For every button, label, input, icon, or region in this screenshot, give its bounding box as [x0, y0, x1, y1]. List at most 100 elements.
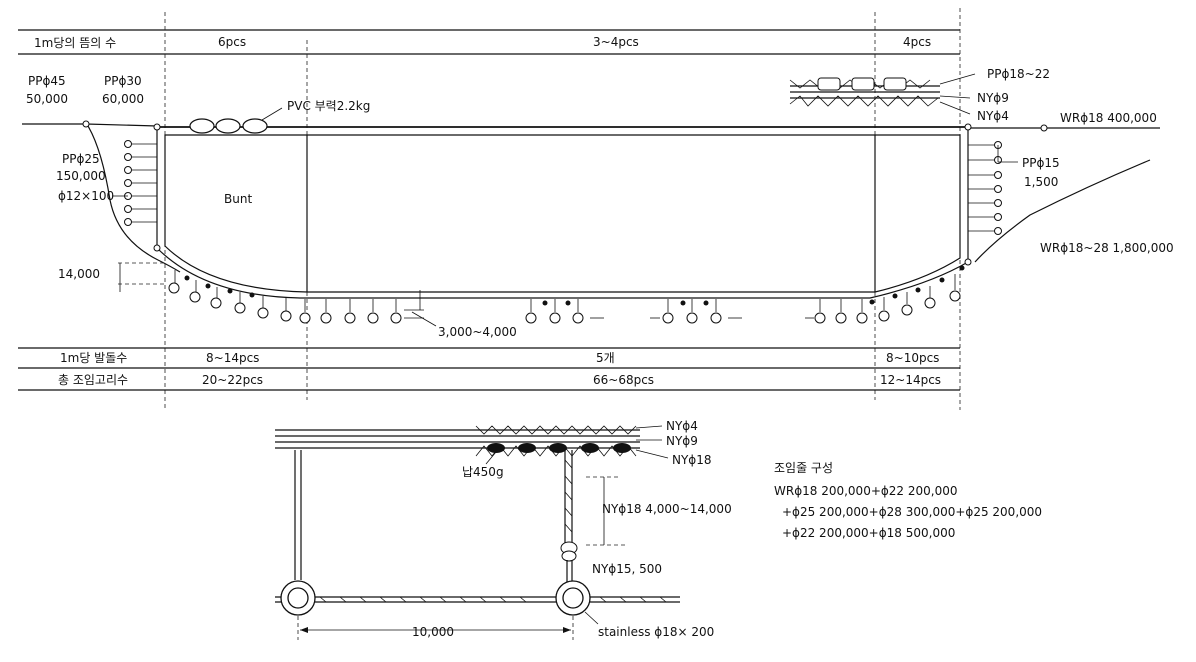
label-ny4: NYϕ4 — [977, 109, 1009, 123]
purse-line-composition: 조임줄 구성 WRϕ18 200,000+ϕ22 200,000 +ϕ25 20… — [774, 461, 1042, 540]
detail-label-dim-10000: 10,000 — [412, 625, 454, 639]
float-line-ring — [82, 120, 90, 128]
sinker — [227, 288, 233, 294]
purse-ring — [814, 299, 826, 324]
lead-sinker — [613, 443, 631, 453]
bottom-table-row2-right: 12~14pcs — [880, 373, 941, 387]
right-side-rings — [968, 141, 1002, 235]
sinker — [680, 300, 686, 306]
bridle-ring — [968, 199, 1002, 207]
float-rope-detail — [789, 73, 976, 115]
bridle-ring — [124, 205, 157, 213]
purse-ring — [367, 299, 379, 324]
purse-ring — [280, 298, 292, 322]
purse-line-row: WRϕ18 200,000+ϕ22 200,000 — [774, 484, 958, 498]
label-pp30: PPϕ30 — [104, 74, 142, 88]
corner-ring-tr — [964, 123, 972, 131]
purse-ring — [924, 286, 936, 309]
sinker — [959, 265, 965, 271]
sinker — [939, 277, 945, 283]
bottom-table-row2-label: 총 조임고리수 — [58, 373, 128, 387]
right-ground-wire — [974, 159, 1151, 263]
bottom-table-row1-label: 1m당 발돌수 — [60, 351, 127, 365]
purse-ring-inner — [562, 587, 584, 609]
net-labels: PPϕ45 50,000 PPϕ30 60,000 PVC 부력2.2kg PP… — [26, 67, 1174, 339]
purse-ring — [257, 296, 269, 319]
net-body — [22, 73, 1160, 327]
sinker — [205, 283, 211, 289]
sinker — [892, 293, 898, 299]
detail-label-ny4: NYϕ4 — [666, 419, 698, 433]
purse-line-row: +ϕ22 200,000+ϕ18 500,000 — [782, 526, 955, 540]
bridle-ring — [124, 166, 157, 174]
label-wr18: WRϕ18 400,000 — [1060, 111, 1157, 125]
leader-detail-ny4 — [635, 425, 663, 429]
lead-sinker — [487, 443, 505, 453]
label-phi12: ϕ12×100 — [58, 189, 114, 203]
detail-label-ny15: NYϕ15, 500 — [592, 562, 662, 576]
lead-sinker — [518, 443, 536, 453]
sinker — [565, 300, 571, 306]
purse-ring-inner — [287, 587, 309, 609]
leader-ny4 — [939, 101, 971, 115]
purse-ring — [686, 299, 698, 324]
label-dim-3000: 3,000~4,000 — [438, 325, 517, 339]
bridle-ring — [124, 218, 157, 226]
lower-detail: NYϕ4 NYϕ9 NYϕ18 납450g NYϕ18 4,000~14,000… — [275, 419, 732, 640]
sinkers-left — [184, 275, 255, 298]
leader-ny9 — [939, 95, 971, 99]
top-table-row-label: 1m당의 뜸의 수 — [34, 36, 116, 50]
net-inner-frame — [164, 134, 961, 293]
detail-label-ny18: NYϕ18 — [672, 453, 712, 467]
purse-ring — [210, 287, 222, 309]
detail-label-ny18-length: NYϕ18 4,000~14,000 — [602, 502, 732, 516]
sinker — [869, 299, 875, 305]
top-table-cell-left: 6pcs — [218, 35, 246, 49]
bridle-ring — [968, 141, 1002, 149]
purse-line-twist — [319, 596, 667, 603]
dim-arrow — [563, 627, 571, 633]
bridle-ring — [968, 185, 1002, 193]
bridle-ring — [968, 171, 1002, 179]
bridle-ring — [968, 213, 1002, 221]
top-table-cell-center: 3~4pcs — [593, 35, 639, 49]
label-pp25-length: 150,000 — [56, 169, 106, 183]
top-table-cell-right: 4pcs — [903, 35, 931, 49]
bottom-table-row1-left: 8~14pcs — [206, 351, 259, 365]
net-outer-frame — [156, 127, 969, 299]
detail-label-ny9: NYϕ9 — [666, 434, 698, 448]
bottom-table-row2-center: 66~68pcs — [593, 373, 654, 387]
leader-pvc — [261, 107, 283, 121]
label-dim-14000: 14,000 — [58, 267, 100, 281]
leader-ring — [584, 611, 599, 625]
purse-line-row: +ϕ25 200,000+ϕ28 300,000+ϕ25 200,000 — [782, 505, 1042, 519]
label-pp45: PPϕ45 — [28, 74, 66, 88]
dim-3000-leader — [411, 311, 437, 327]
purse-ring — [189, 280, 201, 303]
label-pp30-length: 60,000 — [102, 92, 144, 106]
bridle-ring — [124, 179, 157, 187]
label-pp25: PPϕ25 — [62, 152, 100, 166]
purse-ring — [320, 299, 332, 324]
sinker — [915, 287, 921, 293]
bridle-ring — [124, 140, 157, 148]
float-block — [851, 77, 875, 91]
sinker — [542, 300, 548, 306]
detail-label-lead: 납450g — [462, 465, 504, 479]
bridle-ring — [124, 192, 157, 200]
sinker — [249, 292, 255, 298]
lead-sinker — [581, 443, 599, 453]
label-pp18-22: PPϕ18~22 — [987, 67, 1050, 81]
purse-rings-center — [525, 299, 742, 324]
top-table: 1m당의 뜸의 수 6pcs 3~4pcs 4pcs — [18, 29, 960, 55]
corner-ring-bl — [153, 244, 161, 252]
bottom-table-row1-right: 8~10pcs — [886, 351, 939, 365]
leader-pp18 — [939, 73, 976, 85]
bridle-ring — [968, 156, 1002, 164]
float-block — [817, 77, 841, 91]
dim-arrow — [300, 627, 308, 633]
purse-ring — [878, 297, 890, 322]
label-pp15: PPϕ15 — [1022, 156, 1060, 170]
sinker — [184, 275, 190, 281]
